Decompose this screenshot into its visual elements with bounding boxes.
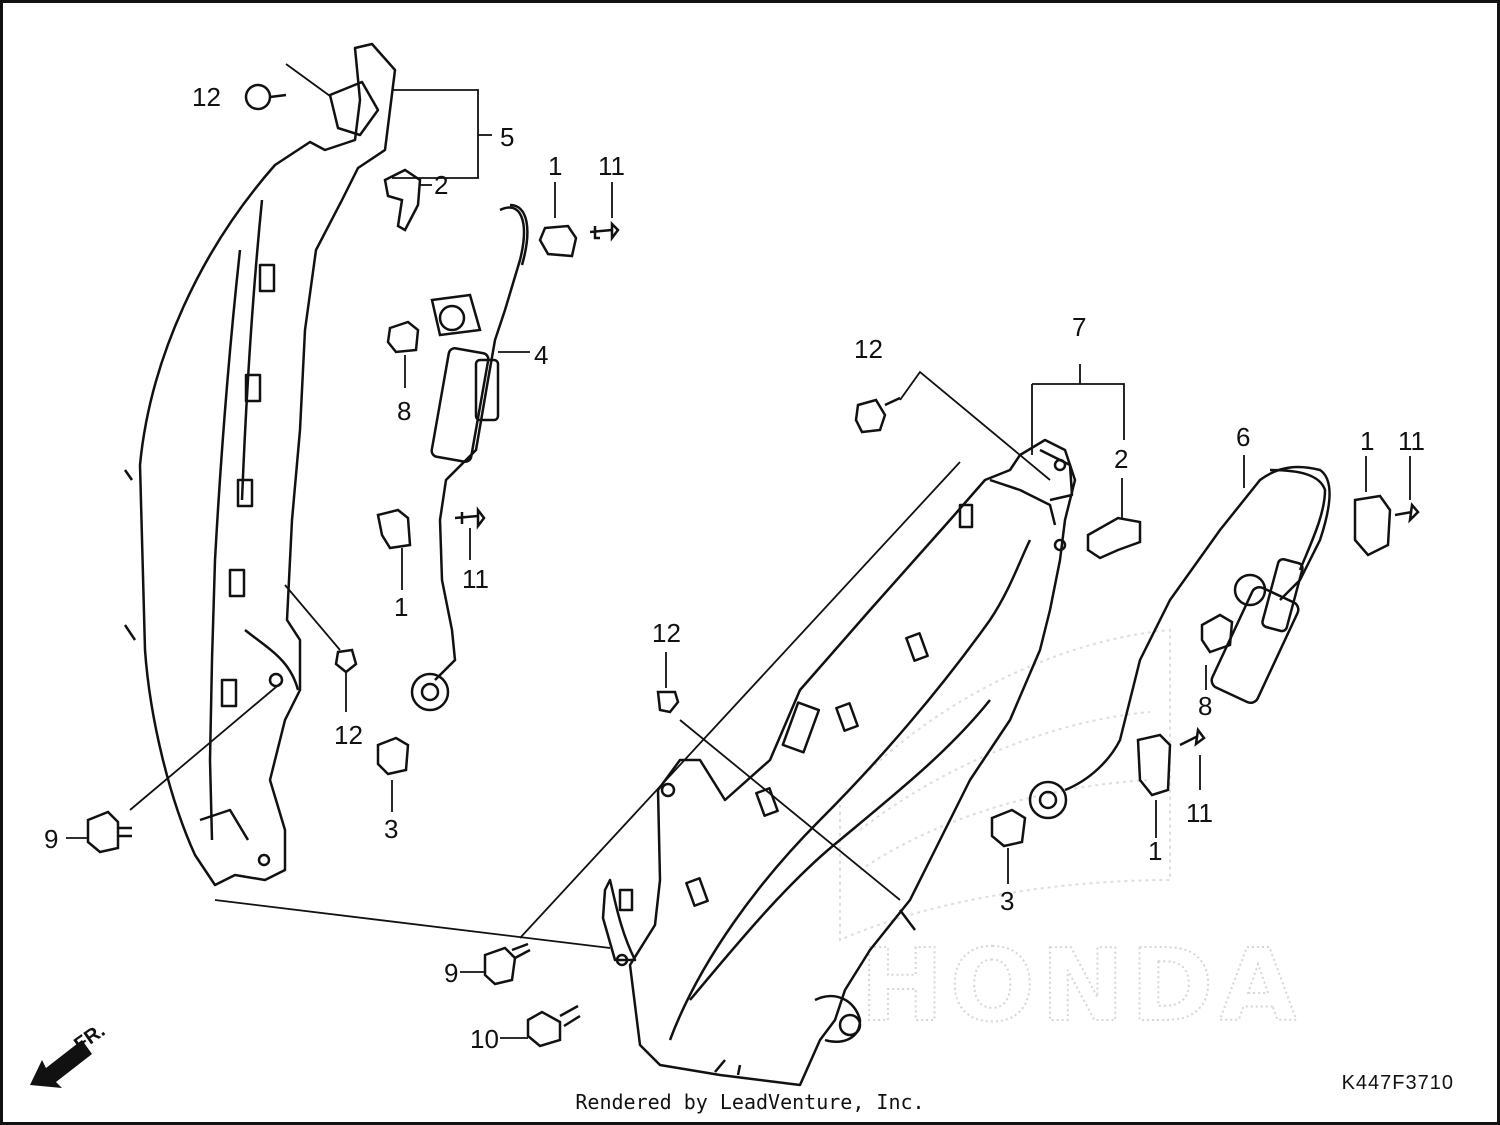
callout-labels: 12 5 2 1 11 4 8 1 11 12 3 9 7 12 2 6 1 1… bbox=[44, 82, 1425, 1054]
callout-12: 12 bbox=[192, 82, 221, 112]
callout-3: 3 bbox=[384, 814, 398, 844]
front-direction-arrow: FR. bbox=[30, 1020, 109, 1088]
left-small-parts bbox=[86, 83, 620, 854]
left-wiring-harness bbox=[410, 203, 529, 712]
callout-12: 12 bbox=[652, 618, 681, 648]
callout-3: 3 bbox=[1000, 886, 1014, 916]
callout-6: 6 bbox=[1236, 422, 1250, 452]
watermark-logo: HONDA bbox=[839, 628, 1303, 1045]
callout-12: 12 bbox=[334, 720, 363, 750]
callout-7: 7 bbox=[1072, 312, 1086, 342]
callout-11: 11 bbox=[1398, 426, 1425, 456]
render-credit-footer: Rendered by LeadVenture, Inc. bbox=[575, 1090, 925, 1114]
callout-8: 8 bbox=[1198, 691, 1212, 721]
callout-1: 1 bbox=[548, 151, 562, 181]
leader-lines bbox=[66, 63, 1411, 1039]
left-lens-housing bbox=[123, 42, 397, 887]
right-lens-housing bbox=[601, 438, 1077, 1087]
right-small-parts bbox=[483, 396, 1420, 1048]
callout-11: 11 bbox=[598, 151, 625, 181]
callout-1: 1 bbox=[394, 592, 408, 622]
callout-4: 4 bbox=[534, 340, 548, 370]
right-wiring-harness bbox=[1028, 465, 1331, 820]
callout-8: 8 bbox=[397, 396, 411, 426]
callout-11: 11 bbox=[1186, 798, 1213, 828]
callout-1: 1 bbox=[1360, 426, 1374, 456]
callout-11: 11 bbox=[462, 564, 489, 594]
callout-12: 12 bbox=[854, 334, 883, 364]
callout-9: 9 bbox=[44, 824, 58, 854]
callout-5: 5 bbox=[500, 122, 514, 152]
callout-2: 2 bbox=[1114, 444, 1128, 474]
callout-2: 2 bbox=[434, 170, 448, 200]
callout-1: 1 bbox=[1148, 836, 1162, 866]
diagram-part-code: K447F3710 bbox=[1341, 1072, 1454, 1094]
callout-9: 9 bbox=[444, 958, 458, 988]
watermark-text: HONDA bbox=[860, 927, 1303, 1044]
callout-10: 10 bbox=[470, 1024, 499, 1054]
